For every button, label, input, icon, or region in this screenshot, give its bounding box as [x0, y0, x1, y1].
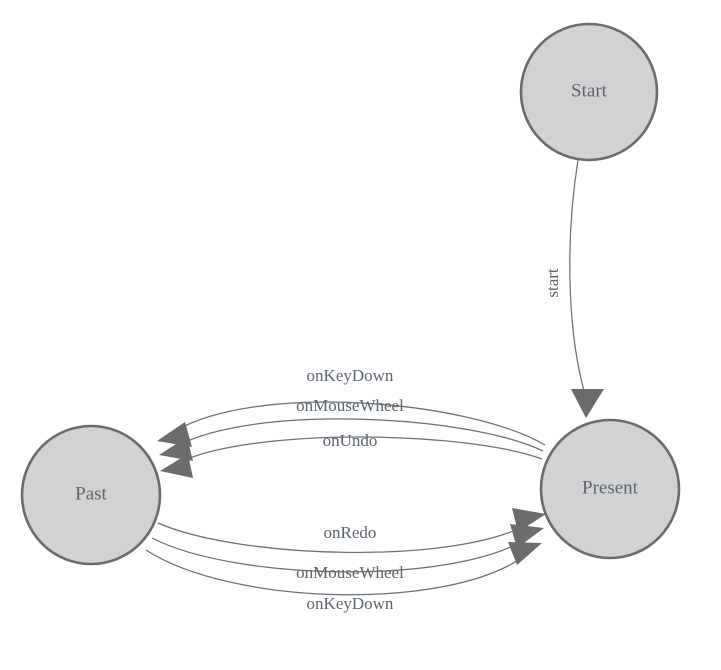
edge-past-to-present-onkeydown[interactable]: onKeyDown — [145, 542, 542, 613]
edge-past-to-present-onredo[interactable]: onRedo — [157, 508, 546, 553]
node-start-circle — [519, 22, 659, 162]
node-past-label: Past — [75, 483, 107, 504]
edge-label-onundo: onUndo — [323, 431, 378, 450]
edge-start-to-present-path — [569, 159, 587, 399]
edge-present-to-past-onundo-path — [177, 436, 543, 464]
arrowhead-into-present-3 — [508, 542, 542, 565]
node-start-label: Start — [571, 80, 608, 101]
arrowhead-into-present-top — [571, 389, 604, 418]
node-start[interactable]: Start — [519, 22, 659, 162]
edge-label-onredo: onRedo — [324, 523, 377, 542]
node-past[interactable]: Past — [20, 424, 162, 566]
edge-present-to-past-onmousewheel-path — [176, 418, 544, 452]
node-present-label: Present — [582, 477, 639, 498]
node-present-circle — [539, 418, 681, 560]
edge-label-onmousewheel-upper: onMouseWheel — [296, 396, 404, 415]
edge-past-to-present-onkeydown-path — [145, 549, 525, 596]
arrowhead-into-present-2 — [510, 524, 544, 548]
edge-label-start: start — [543, 268, 562, 298]
edge-label-onmousewheel-lower: onMouseWheel — [296, 563, 404, 582]
edge-present-to-past-onundo[interactable]: onUndo — [160, 431, 543, 478]
edge-label-onkeydown-lower: onKeyDown — [307, 594, 394, 613]
edge-past-to-present-onredo-path — [157, 522, 529, 553]
edge-present-to-past-onkeydown-path — [174, 401, 546, 446]
node-past-circle — [20, 424, 162, 566]
edge-label-onkeydown-upper: onKeyDown — [307, 366, 394, 385]
node-present[interactable]: Present — [539, 418, 681, 560]
arrowhead-into-past-3 — [160, 454, 193, 478]
edge-present-to-past-onmousewheel[interactable]: onMouseWheel — [159, 396, 544, 461]
edge-past-to-present-onmousewheel[interactable]: onMouseWheel — [151, 524, 544, 582]
arrowhead-into-past-2 — [159, 437, 193, 461]
edge-start-to-present[interactable]: start — [543, 159, 604, 418]
edge-past-to-present-onmousewheel-path — [151, 537, 527, 573]
